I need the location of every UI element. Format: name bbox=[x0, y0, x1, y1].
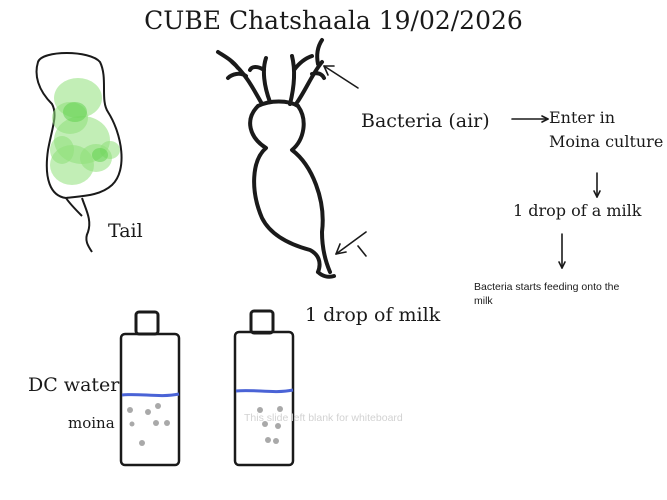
enter-in-text: Enter in bbox=[549, 108, 616, 127]
moina-dots bbox=[257, 406, 283, 444]
moina-culture-text: Moina culture bbox=[549, 132, 664, 151]
dc-water-label: DC water bbox=[28, 374, 120, 396]
green-gut-contents bbox=[50, 78, 120, 185]
arrow-down-2-icon bbox=[558, 233, 566, 269]
moina-organism-sketch bbox=[35, 52, 123, 253]
moina-label: moina bbox=[68, 414, 115, 432]
arrow-down-1-icon bbox=[593, 172, 601, 198]
one-drop-of-a-milk-label: 1 drop of a milk bbox=[513, 201, 642, 220]
page-title: CUBE Chatshaala 19/02/2026 bbox=[144, 6, 523, 35]
arrows bbox=[323, 65, 601, 269]
arrow-to-tail-icon bbox=[335, 231, 367, 257]
bacteria-air-label: Bacteria (air) bbox=[361, 110, 490, 132]
moina-dots bbox=[127, 403, 170, 446]
tail-label: Tail bbox=[108, 220, 143, 242]
bottle-milk bbox=[233, 309, 295, 467]
one-drop-of-milk-label: 1 drop of milk bbox=[305, 304, 441, 326]
bacteria-feeding-label: Bacteria starts feeding onto the milk bbox=[474, 281, 620, 307]
enter-moina-culture-label: Enter in Moina culture bbox=[549, 106, 663, 154]
arrow-to-antenna-icon bbox=[323, 65, 359, 89]
blank-slide-notice: This slide left blank for whiteboard bbox=[244, 412, 403, 424]
bottle-dc-water bbox=[119, 310, 181, 467]
arrow-bacteria-to-enter-icon bbox=[511, 115, 549, 123]
daphnia-sketch bbox=[216, 38, 336, 279]
